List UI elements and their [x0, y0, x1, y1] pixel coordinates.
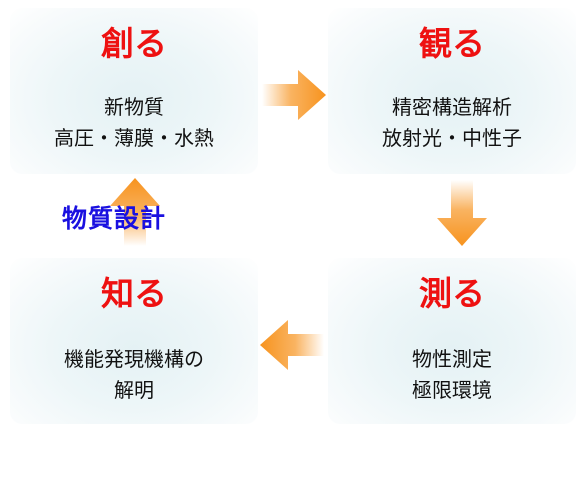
- stage-description-observe: 精密構造解析 放射光・中性子: [328, 92, 576, 154]
- stage-title-create: 創る: [101, 24, 167, 63]
- stage-box-know: 知る 機能発現機構の 解明: [10, 258, 258, 424]
- stage-title-know: 知る: [101, 274, 167, 313]
- stage-box-create: 創る 新物質 高圧・薄膜・水熱: [10, 8, 258, 174]
- stage-line-observe-1: 精密構造解析: [392, 95, 512, 119]
- stage-line-create-1: 新物質: [104, 95, 164, 119]
- stage-line-create-2: 高圧・薄膜・水熱: [54, 126, 214, 150]
- arrow-right-icon: [262, 70, 326, 120]
- stage-box-measure: 測る 物性測定 極限環境: [328, 258, 576, 424]
- stage-line-know-1: 機能発現機構の: [64, 347, 204, 371]
- material-design-label: 物質設計: [62, 204, 167, 233]
- arrow-left-icon: [260, 320, 324, 370]
- stage-line-measure-2: 極限環境: [412, 378, 492, 402]
- arrow-up-icon: [110, 178, 160, 246]
- stage-box-observe: 観る 精密構造解析 放射光・中性子: [328, 8, 576, 174]
- stage-title-measure: 測る: [419, 274, 485, 313]
- stage-line-know-2: 解明: [114, 378, 154, 402]
- stage-line-measure-1: 物性測定: [412, 347, 492, 371]
- arrow-down-icon: [437, 180, 487, 246]
- stage-description-know: 機能発現機構の 解明: [10, 344, 258, 406]
- stage-line-observe-2: 放射光・中性子: [382, 126, 522, 150]
- stage-title-observe: 観る: [419, 24, 485, 63]
- stage-description-measure: 物性測定 極限環境: [328, 344, 576, 406]
- stage-description-create: 新物質 高圧・薄膜・水熱: [10, 92, 258, 154]
